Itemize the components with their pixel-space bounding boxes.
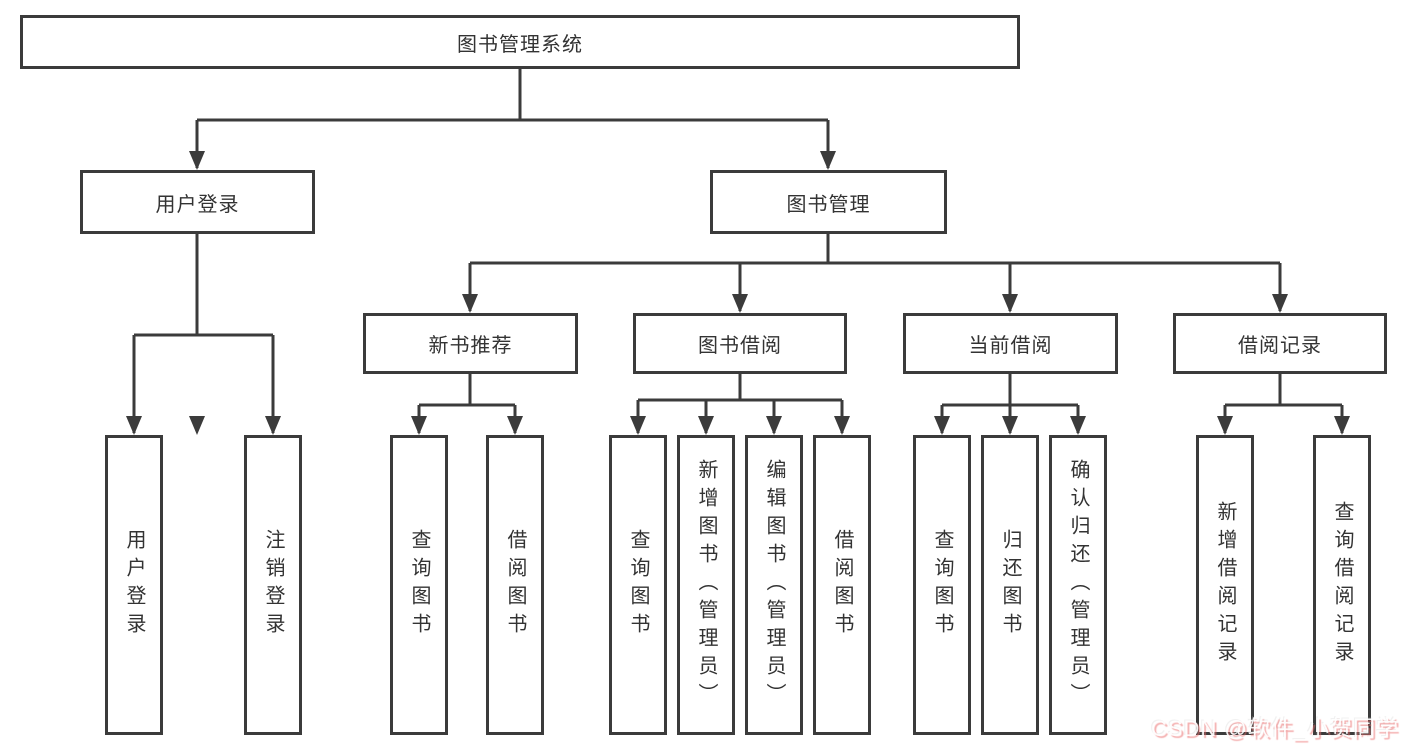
- node-book-borrow: 图书借阅: [633, 313, 847, 374]
- node-current-borrow: 当前借阅: [903, 313, 1118, 374]
- leaf-edit-book-admin-label: 编辑图书（管理员）: [763, 459, 785, 711]
- leaf-query-borrow-record: 查询借阅记录: [1313, 435, 1371, 735]
- leaf-logout: 注销登录: [244, 435, 302, 735]
- leaf-confirm-return-admin-label: 确认归还（管理员）: [1067, 459, 1089, 711]
- leaf-user-login-label: 用户登录: [123, 529, 145, 641]
- leaf-query-books-current-label: 查询图书: [931, 529, 953, 641]
- leaf-query-books-current: 查询图书: [913, 435, 971, 735]
- leaf-return-books: 归还图书: [981, 435, 1039, 735]
- connector-current-rail: [942, 374, 1078, 407]
- leaf-add-borrow-record-label: 新增借阅记录: [1214, 501, 1236, 669]
- leaf-query-borrow-record-label: 查询借阅记录: [1331, 501, 1353, 669]
- leaf-query-books-borrow-label: 查询图书: [627, 529, 649, 641]
- connector-newbook-rail: [419, 374, 515, 407]
- leaf-logout-label: 注销登录: [262, 529, 284, 641]
- connector-bookmgmt-rail: [470, 234, 1280, 265]
- node-book-management-label: 图书管理: [786, 193, 871, 216]
- connector-records-rail: [1225, 374, 1342, 407]
- node-current-borrow-label: 当前借阅: [968, 335, 1053, 357]
- leaf-borrow-books-recommend-label: 借阅图书: [504, 529, 526, 641]
- node-borrow-records: 借阅记录: [1173, 313, 1387, 374]
- node-borrow-records-label: 借阅记录: [1238, 335, 1322, 357]
- leaf-add-book-admin-label: 新增图书（管理员）: [695, 459, 717, 711]
- leaf-borrow-books-recommend: 借阅图书: [486, 435, 544, 735]
- node-user-login-label: 用户登录: [155, 193, 240, 216]
- leaf-query-books-recommend: 查询图书: [390, 435, 448, 735]
- leaf-return-books-label: 归还图书: [999, 529, 1021, 641]
- leaf-edit-book-admin: 编辑图书（管理员）: [745, 435, 803, 735]
- leaf-add-borrow-record: 新增借阅记录: [1196, 435, 1254, 735]
- leaf-borrow-books-label: 借阅图书: [831, 529, 853, 641]
- leaf-query-books-recommend-label: 查询图书: [408, 529, 430, 641]
- node-new-book-recommend: 新书推荐: [363, 313, 578, 374]
- node-root-label: 图书管理系统: [457, 33, 583, 56]
- connector-root-rail: [197, 68, 828, 122]
- node-book-borrow-label: 图书借阅: [698, 335, 782, 357]
- node-user-login: 用户登录: [80, 170, 315, 234]
- connector-userlogin-rail: [134, 234, 273, 337]
- node-root: 图书管理系统: [20, 15, 1020, 69]
- node-book-management: 图书管理: [710, 170, 947, 234]
- node-new-book-recommend-label: 新书推荐: [428, 335, 513, 357]
- leaf-user-login: 用户登录: [105, 435, 163, 735]
- leaf-add-book-admin: 新增图书（管理员）: [677, 435, 735, 735]
- leaf-confirm-return-admin: 确认归还（管理员）: [1049, 435, 1107, 735]
- leaf-query-books-borrow: 查询图书: [609, 435, 667, 735]
- connector-borrow-rail: [638, 374, 842, 402]
- leaf-borrow-books: 借阅图书: [813, 435, 871, 735]
